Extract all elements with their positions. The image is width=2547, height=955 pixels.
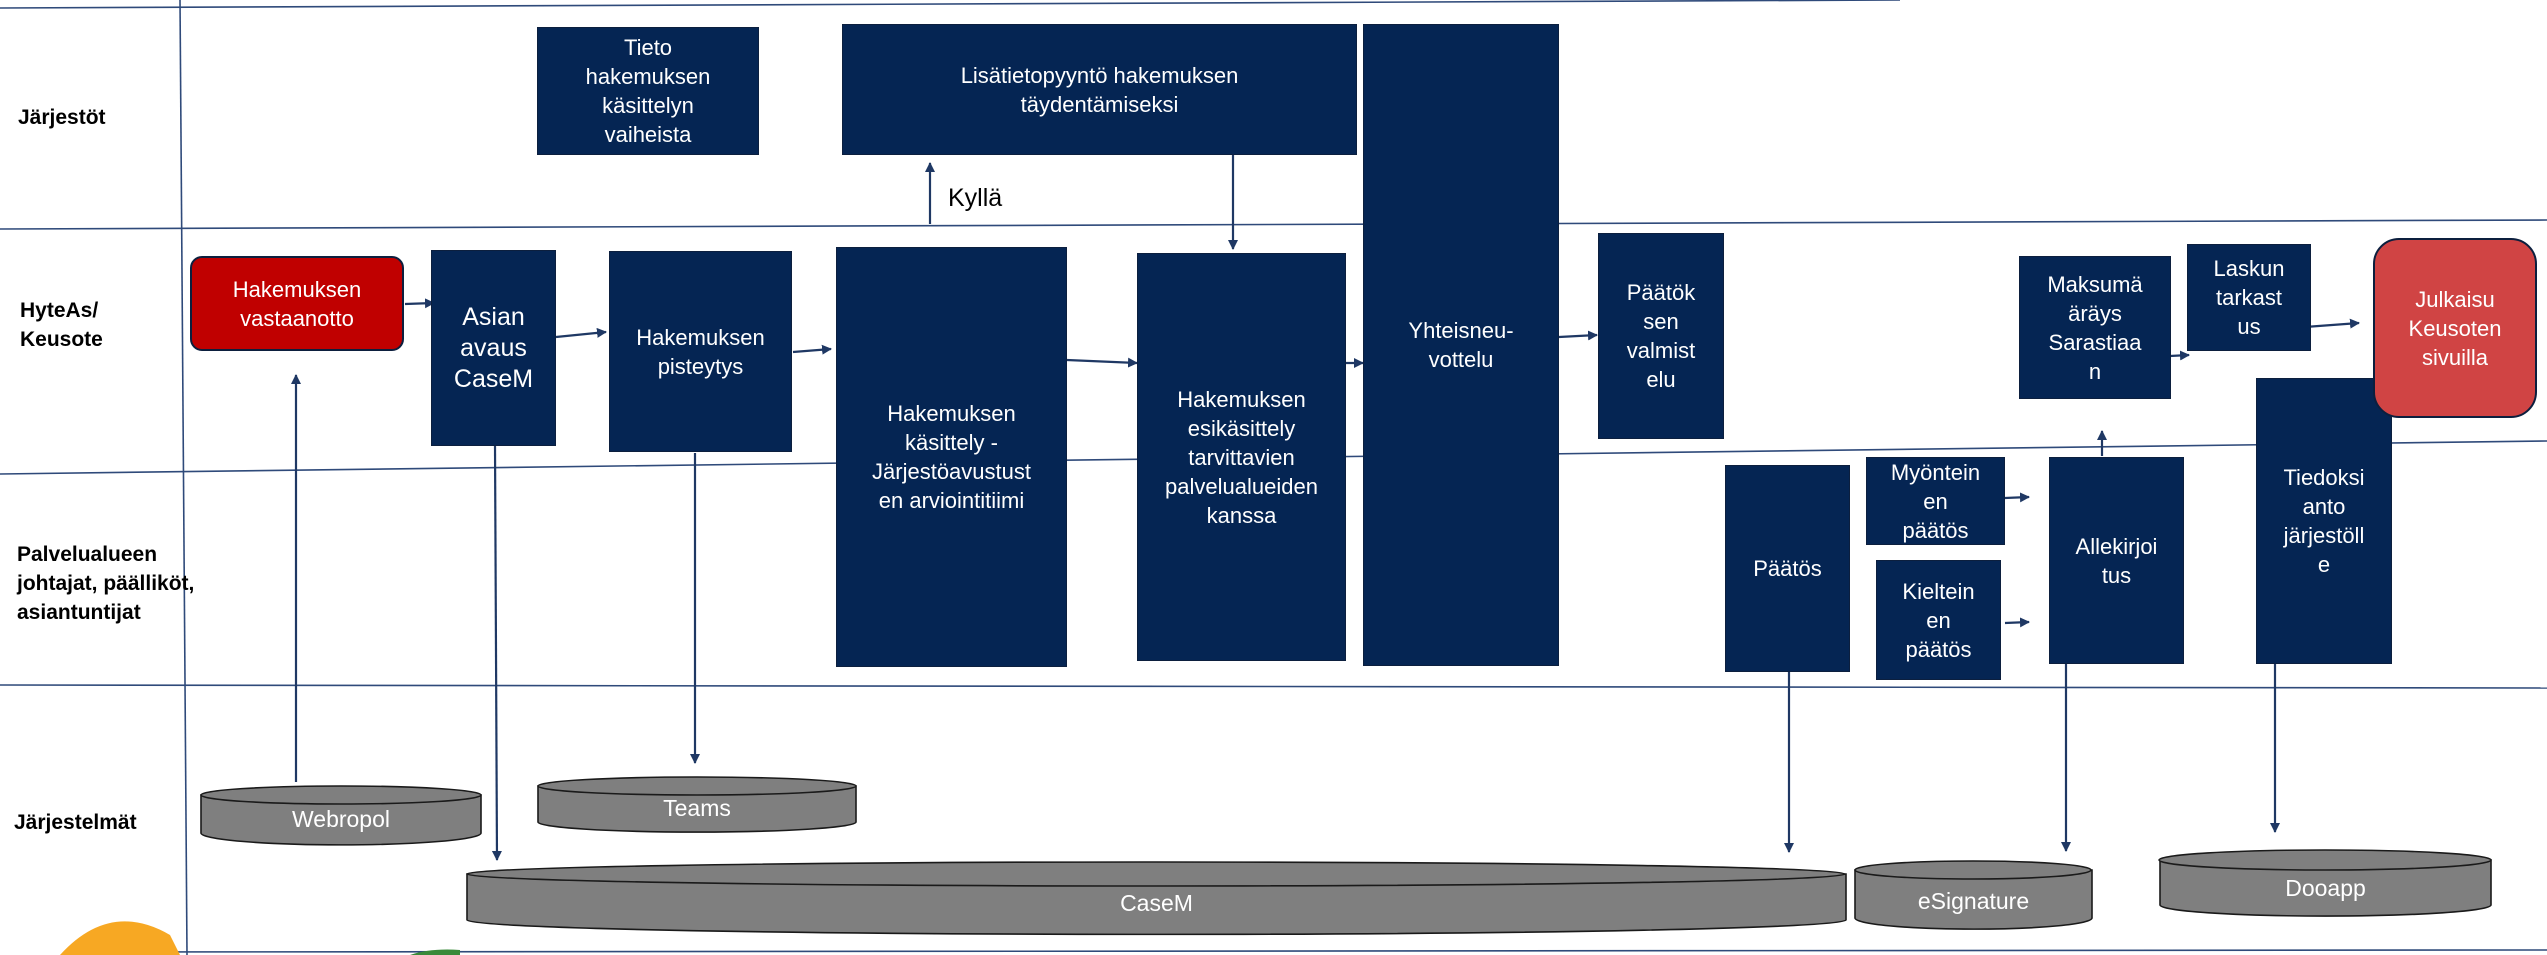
lane-label-hyteas: HyteAs/ Keusote <box>20 299 103 351</box>
box-myonteinen-paatos: Myöntein en päätös <box>1866 457 2005 545</box>
decision-label-kylla: Kyllä <box>948 184 1003 212</box>
lane-line-3 <box>0 684 2547 689</box>
lane-line-top <box>0 0 1901 9</box>
box-allekirjoitus: Allekirjoi tus <box>2049 457 2184 664</box>
db-webropol <box>200 785 482 846</box>
db-dooapp <box>2158 849 2492 917</box>
arrows <box>291 155 2360 861</box>
box-maksumaarays: Maksumä äräys Sarastiaa n <box>2019 256 2171 399</box>
arrow-kielteinen-allekirjoitus <box>2004 617 2030 628</box>
box-vastaanotto: Hakemuksen vastaanotto <box>190 256 404 351</box>
db-teams <box>537 776 857 833</box>
arrow-kasittely-esikasittely <box>1066 357 1138 368</box>
lane-label-jarjestot: Järjestöt <box>18 106 106 129</box>
box-paatos: Päätös <box>1725 465 1850 672</box>
db-casem <box>466 861 1847 936</box>
lane-label-palvelualue: Palvelualueen johtajat, päälliköt, asian… <box>17 543 195 624</box>
db-label-teams: Teams <box>663 795 731 821</box>
lane-line-bottom <box>99 949 2547 953</box>
box-kasittely: Hakemuksen käsittely - Järjestöavustust … <box>836 247 1067 667</box>
box-tieto: Tieto hakemuksen käsittelyn vaiheista <box>537 27 759 155</box>
box-paatoksen-valmistelu: Päätök sen valmist elu <box>1598 233 1724 439</box>
lane-divider-vertical <box>179 0 188 955</box>
box-tiedoksianto: Tiedoksi anto järjestöll e <box>2256 378 2392 664</box>
arrow-yhteis-paatos <box>1558 330 1598 341</box>
arrow-laskun-julkaisu <box>2304 318 2360 329</box>
arrow-myonteinen-allekirjoitus <box>2004 492 2030 503</box>
lane-line-1 <box>0 219 2547 230</box>
box-yhteisneuvottelu: Yhteisneu- vottelu <box>1363 24 1559 666</box>
arrow-maksumaarays-laskun <box>2169 350 2190 361</box>
lane-label-jarjestelmat: Järjestelmät <box>14 811 137 834</box>
db-esignature <box>1854 860 2093 930</box>
db-label-esignature: eSignature <box>1917 888 2030 914</box>
box-julkaisu: Julkaisu Keusoten sivuilla <box>2373 238 2537 418</box>
arrow-pisteytys-kasittely <box>792 344 832 355</box>
db-label-dooapp: Dooapp <box>2285 875 2366 901</box>
box-laskun-tarkastus: Laskun tarkast us <box>2187 244 2311 351</box>
box-lisatieto: Lisätietopyyntö hakemuksen täydentämisek… <box>842 24 1357 155</box>
box-esikasittely: Hakemuksen esikäsittely tarvittavien pal… <box>1137 253 1346 661</box>
arrow-avaus-casem <box>491 444 502 861</box>
box-pisteytys: Hakemuksen pisteytys <box>609 251 792 452</box>
db-label-casem: CaseM <box>1120 890 1193 916</box>
green-decoration <box>410 949 460 955</box>
db-label-webropol: Webropol <box>291 806 391 832</box>
arrow-avaus-pisteytys <box>555 327 607 339</box>
box-asian-avaus: Asian avaus CaseM <box>431 250 556 446</box>
orange-decoration <box>60 921 180 955</box>
box-kielteinen-paatos: Kieltein en päätös <box>1876 560 2001 680</box>
arrow-vastaanotto-avaus <box>404 298 435 309</box>
